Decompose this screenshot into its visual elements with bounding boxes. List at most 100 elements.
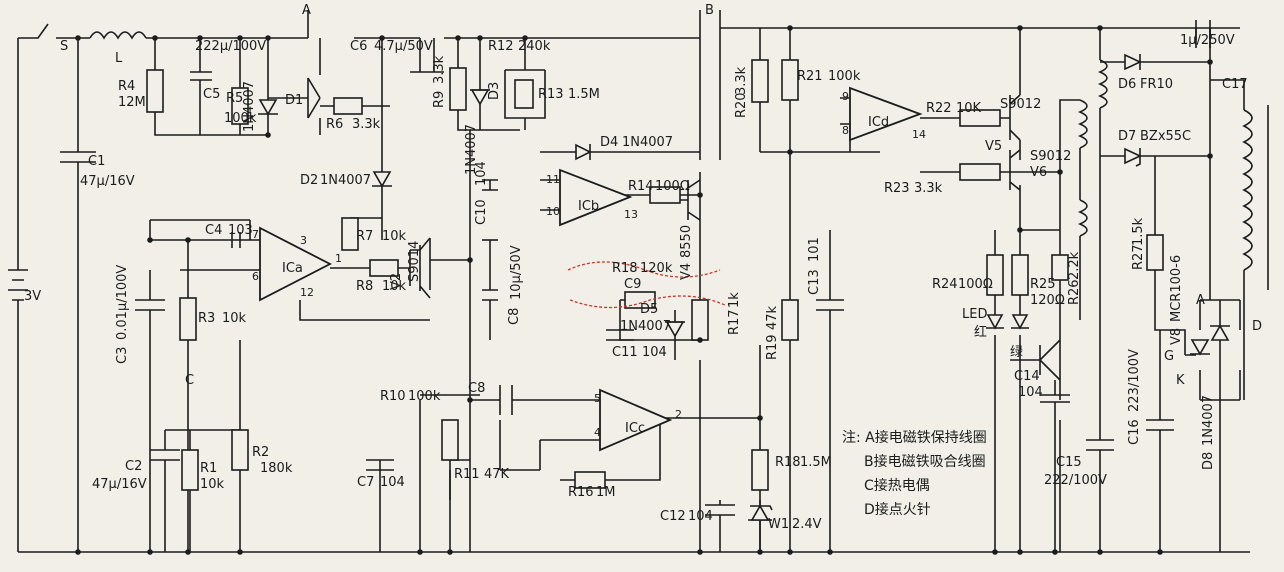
label-c5: C5 bbox=[203, 87, 220, 102]
label-c4: C4 bbox=[205, 223, 222, 238]
label-c2: C2 bbox=[125, 459, 142, 474]
label-c10-val: 104 bbox=[474, 161, 489, 186]
label-c-input: C bbox=[185, 373, 194, 388]
label-d4-val: 1N4007 bbox=[622, 135, 673, 150]
label-r16-val: 1M bbox=[596, 485, 616, 500]
label-w1: W1 bbox=[768, 517, 789, 532]
label-v2-val: S9014 bbox=[407, 241, 422, 282]
label-r10-val: 100k bbox=[408, 389, 441, 404]
label-r12-val: 240k bbox=[518, 39, 551, 54]
label-r13: R13 bbox=[538, 87, 564, 102]
label-r12: R12 bbox=[488, 39, 514, 54]
label-r9-val: 3.3k bbox=[432, 55, 447, 84]
pin-8: 8 bbox=[842, 124, 849, 137]
label-c17-val: 1μ/250V bbox=[1180, 33, 1235, 48]
label-d3: D3 bbox=[487, 82, 502, 100]
label-v2: V2 bbox=[389, 273, 404, 290]
note-line-4: D接点火针 bbox=[864, 501, 931, 518]
label-r2-val: 180k bbox=[260, 461, 293, 476]
label-c16-val: 223/100V bbox=[1127, 349, 1142, 412]
label-r5-val: 100k bbox=[224, 111, 257, 126]
label-d7: D7 bbox=[1118, 129, 1136, 144]
pin-5: 5 bbox=[594, 392, 601, 405]
label-d4: D4 bbox=[600, 135, 618, 150]
label-s: S bbox=[60, 39, 68, 54]
label-v6-val: S9012 bbox=[1030, 149, 1071, 164]
label-r17-val: 1k bbox=[727, 292, 742, 308]
label-d5-val: 1N4007 bbox=[620, 319, 671, 334]
label-c8: C8 bbox=[507, 308, 522, 325]
label-r13-val: 1.5M bbox=[568, 87, 600, 102]
label-ica: ICa bbox=[282, 261, 303, 276]
label-r25-val: 120Ω bbox=[1030, 293, 1065, 308]
label-r10: R10 bbox=[380, 389, 406, 404]
label-c4-val: 103 bbox=[228, 223, 253, 238]
label-r23-val: 3.3k bbox=[914, 181, 943, 196]
label-r22-val: 10K bbox=[956, 101, 982, 116]
label-c10: C10 bbox=[474, 199, 489, 225]
label-c5-val: 222μ/100V bbox=[195, 39, 266, 54]
label-d6-val: FR10 bbox=[1140, 77, 1173, 92]
label-c8b: C8 bbox=[468, 381, 485, 396]
label-c11: C11 bbox=[612, 345, 638, 360]
label-led-green: 绿 bbox=[1010, 345, 1023, 360]
label-led-red: 红 bbox=[974, 324, 987, 340]
label-r6: R6 bbox=[326, 117, 343, 132]
label-d1: D1 bbox=[285, 93, 303, 108]
resistors bbox=[146, 59, 1164, 491]
label-r21-val: 100k bbox=[828, 69, 861, 84]
op-amps bbox=[259, 86, 923, 452]
label-c3: C3 bbox=[115, 347, 130, 364]
label-r3-val: 10k bbox=[222, 311, 247, 326]
label-r3: R3 bbox=[198, 311, 215, 326]
label-w1-val: 2.4V bbox=[792, 517, 822, 532]
label-r1-val: 10k bbox=[200, 477, 225, 492]
label-b-top: B bbox=[705, 3, 714, 18]
label-r26-val: 2.2k bbox=[1067, 251, 1082, 280]
label-c6: C6 bbox=[350, 39, 367, 54]
label-r16: R16 bbox=[568, 485, 594, 500]
label-icd: ICd bbox=[868, 115, 889, 130]
label-a-top: A bbox=[302, 3, 311, 18]
pin-11: 11 bbox=[546, 173, 560, 186]
label-v8-val: MCR100-6 bbox=[1169, 255, 1184, 322]
note-line-2: B接电磁铁吸合线圈 bbox=[864, 453, 986, 470]
label-r22: R22 bbox=[926, 101, 952, 116]
label-r20-val: 3.3k bbox=[734, 66, 749, 95]
pin-9: 9 bbox=[842, 90, 849, 103]
opamp-icc bbox=[599, 388, 673, 452]
label-r14: R14 bbox=[628, 179, 654, 194]
pin-4: 4 bbox=[594, 426, 601, 439]
label-led: LED bbox=[962, 307, 987, 322]
label-c12-val: 104 bbox=[688, 509, 713, 524]
pin-3: 3 bbox=[300, 234, 307, 247]
label-r20: R20 bbox=[734, 92, 749, 118]
label-r21: R21 bbox=[797, 69, 823, 84]
label-r26: R26 bbox=[1067, 279, 1082, 305]
label-v4: V4 bbox=[679, 263, 694, 280]
label-r18b-val: 1.5M bbox=[800, 455, 832, 470]
label-d7-val: BZx55C bbox=[1140, 129, 1191, 144]
label-r8: R8 bbox=[356, 279, 373, 294]
label-r2: R2 bbox=[252, 445, 269, 460]
label-r5: R5 bbox=[226, 91, 243, 106]
opamp-icb bbox=[559, 168, 633, 227]
label-r18b: R18 bbox=[775, 455, 801, 470]
note-line-1: 注: A接电磁铁保持线圈 bbox=[842, 429, 987, 446]
label-c1-val: 47μ/16V bbox=[80, 174, 135, 189]
label-d8: D8 bbox=[1201, 452, 1216, 470]
label-r9: R9 bbox=[432, 91, 447, 108]
label-r19: R19 bbox=[765, 334, 780, 360]
label-c16: C16 bbox=[1127, 419, 1142, 445]
label-scr-a: A bbox=[1196, 293, 1205, 308]
label-r19-val: 47k bbox=[765, 305, 780, 330]
label-r6-val: 3.3k bbox=[352, 117, 381, 132]
label-c9: C9 bbox=[624, 277, 641, 292]
label-r14-val: 100Ω bbox=[655, 179, 690, 194]
pin-14: 14 bbox=[912, 128, 926, 141]
label-scr-k: K bbox=[1176, 373, 1185, 388]
pin-6: 6 bbox=[252, 270, 259, 283]
label-d1-val: 1N4007 bbox=[242, 81, 257, 132]
label-d5: D5 bbox=[640, 302, 658, 317]
